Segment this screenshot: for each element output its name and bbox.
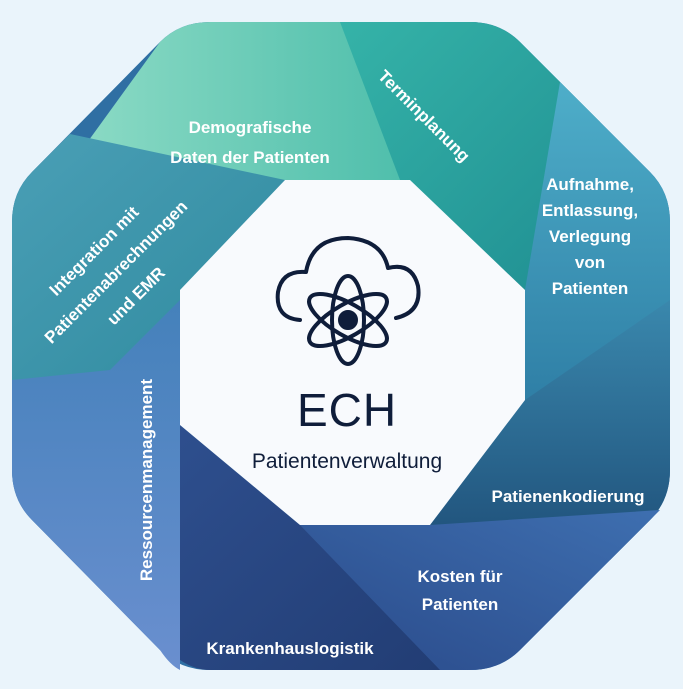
label-demografische-2: Daten der Patienten <box>170 148 330 167</box>
segment-aufnahme <box>525 82 670 400</box>
center-title: ECH <box>297 384 397 436</box>
segment-kodierung <box>430 300 670 560</box>
label-kosten-1: Kosten für <box>418 567 503 586</box>
label-logistik: Krankenhauslogistik <box>206 639 374 658</box>
label-aufnahme-5: Patienten <box>552 279 629 298</box>
label-ressourcen: Ressourcenmanagement <box>137 379 156 582</box>
label-aufnahme-1: Aufnahme, <box>546 175 634 194</box>
label-kosten-2: Patienten <box>422 595 499 614</box>
label-aufnahme-4: von <box>575 253 605 272</box>
center-subtitle: Patientenverwaltung <box>252 450 442 473</box>
cloud-atom-icon <box>275 236 421 366</box>
center-octagon <box>180 180 525 525</box>
label-aufnahme-3: Verlegung <box>549 227 631 246</box>
segment-logistik <box>180 425 440 670</box>
segment-integration <box>12 134 285 380</box>
label-kodierung: Patienenkodierung <box>491 487 644 506</box>
segment-terminplanung <box>340 22 600 290</box>
label-demografische-1: Demografische <box>189 118 312 137</box>
label-aufnahme-2: Entlassung, <box>542 201 638 220</box>
